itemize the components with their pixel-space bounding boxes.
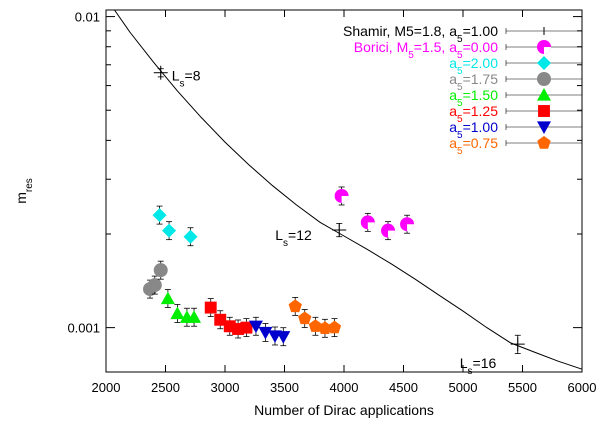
legend-entry-6: a5=1.00: [449, 119, 583, 141]
x-tick-label: 2000: [92, 380, 121, 395]
legend-symbol: [537, 72, 551, 86]
data-point: [170, 306, 185, 320]
shamir-curve-group: [114, 9, 583, 370]
data-point: [258, 326, 273, 340]
data-point: [298, 311, 312, 325]
legend-label: a5=1.25: [449, 103, 498, 125]
data-point: [223, 320, 236, 333]
legend-entry-4: a5=1.50: [449, 87, 583, 109]
series-3: [143, 260, 168, 299]
data-point: [308, 319, 323, 332]
y-tick-label: 0.001: [67, 321, 100, 336]
ls-annotation: Ls=8: [172, 68, 201, 90]
data-point: [152, 208, 167, 223]
legend-symbol: [537, 136, 551, 149]
series-1: [334, 186, 415, 241]
data-point: [327, 320, 342, 334]
data-point: [187, 310, 202, 323]
series-5: [204, 298, 253, 339]
data-point: [240, 321, 253, 334]
data-point: [183, 229, 198, 244]
y-tick-label: 0.01: [75, 10, 100, 25]
legend-entry-7: a5=0.75: [449, 135, 583, 157]
data-point: [162, 223, 177, 238]
legend-label: Shamir, M5=1.8, a5=1.00: [343, 23, 498, 45]
x-tick-label: 4000: [330, 380, 359, 395]
data-point: [147, 278, 162, 293]
ls-annotation: Ls=12: [275, 227, 312, 249]
y-axis-label: mres: [13, 178, 35, 204]
data-point-quarter: [407, 224, 415, 232]
data-point: [160, 291, 175, 305]
legend-symbol: [537, 88, 551, 101]
x-tick-label: 5000: [449, 380, 478, 395]
data-point: [214, 313, 227, 326]
axis-ticks: 2000 2500 3000 3500 4000 4500 5000 5500 6000 0.00…: [67, 10, 596, 395]
shamir-curve: [114, 9, 583, 370]
x-tick-label: 2500: [151, 380, 180, 395]
data-point-quarter: [388, 230, 396, 238]
legend-entry-5: a5=1.25: [449, 103, 583, 125]
legend-entry-1: Borici, M5=1.5, a5=0.00: [354, 39, 583, 61]
legend-label: a5=1.75: [449, 71, 498, 93]
data-point: [232, 323, 245, 335]
data-points: [143, 65, 525, 355]
legend-entry-2: a5=2.00: [449, 55, 583, 77]
data-point: [204, 301, 217, 314]
data-point: [276, 331, 291, 344]
data-point-quarter: [367, 222, 375, 230]
legend-label: a5=2.00: [449, 55, 498, 77]
legend-label: a5=0.75: [449, 135, 498, 157]
legend-label: Borici, M5=1.5, a5=0.00: [354, 39, 498, 61]
legend-label: a5=1.00: [449, 119, 498, 141]
legend-symbol: [537, 56, 551, 70]
series-6: [248, 316, 291, 347]
legend-label: a5=1.50: [449, 87, 498, 109]
x-tick-label: 5500: [508, 380, 537, 395]
x-tick-label: 6000: [568, 380, 597, 395]
x-axis-label: Number of Dirac applications: [254, 402, 434, 418]
x-tick-label: 4500: [389, 380, 418, 395]
legend-symbol: [538, 105, 550, 117]
legend-entry-0: Shamir, M5=1.8, a5=1.00: [343, 23, 583, 45]
series-4: [160, 289, 202, 327]
data-point: [288, 299, 302, 313]
data-point: [318, 321, 332, 334]
x-tick-label: 3000: [211, 380, 240, 395]
data-point-quarter: [341, 195, 349, 203]
ls-annotation: Ls=16: [460, 355, 497, 377]
series-2: [152, 205, 198, 247]
series-0: [153, 65, 525, 355]
data-point: [153, 263, 168, 278]
y-axis-label-sub: res: [24, 178, 35, 192]
legend-symbol: [537, 121, 551, 134]
legend-symbol-quarter: [544, 47, 551, 54]
y-axis-label-main: m: [13, 192, 29, 204]
x-tick-label: 3500: [270, 380, 299, 395]
data-point: [248, 320, 263, 334]
series-7: [288, 297, 342, 338]
legend-entry-3: a5=1.75: [449, 71, 583, 93]
